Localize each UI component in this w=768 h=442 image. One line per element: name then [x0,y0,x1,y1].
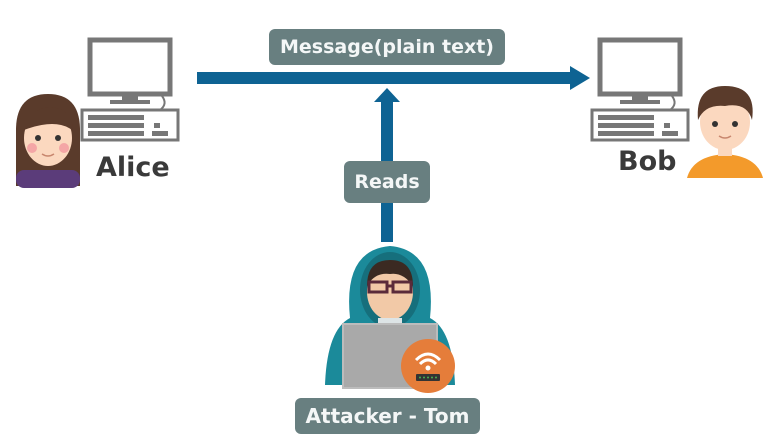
alice-avatar [16,94,80,188]
reads-label: Reads [344,161,430,203]
attacker-label: Attacker - Tom [295,398,480,434]
message-label: Message(plain text) [269,29,505,65]
alice-name: Alice [96,152,170,183]
bob-avatar [687,86,763,178]
bob-computer-icon [590,37,690,142]
alice-computer-icon [80,37,180,142]
wifi-router-icon [401,339,455,393]
bob-name: Bob [618,146,677,177]
